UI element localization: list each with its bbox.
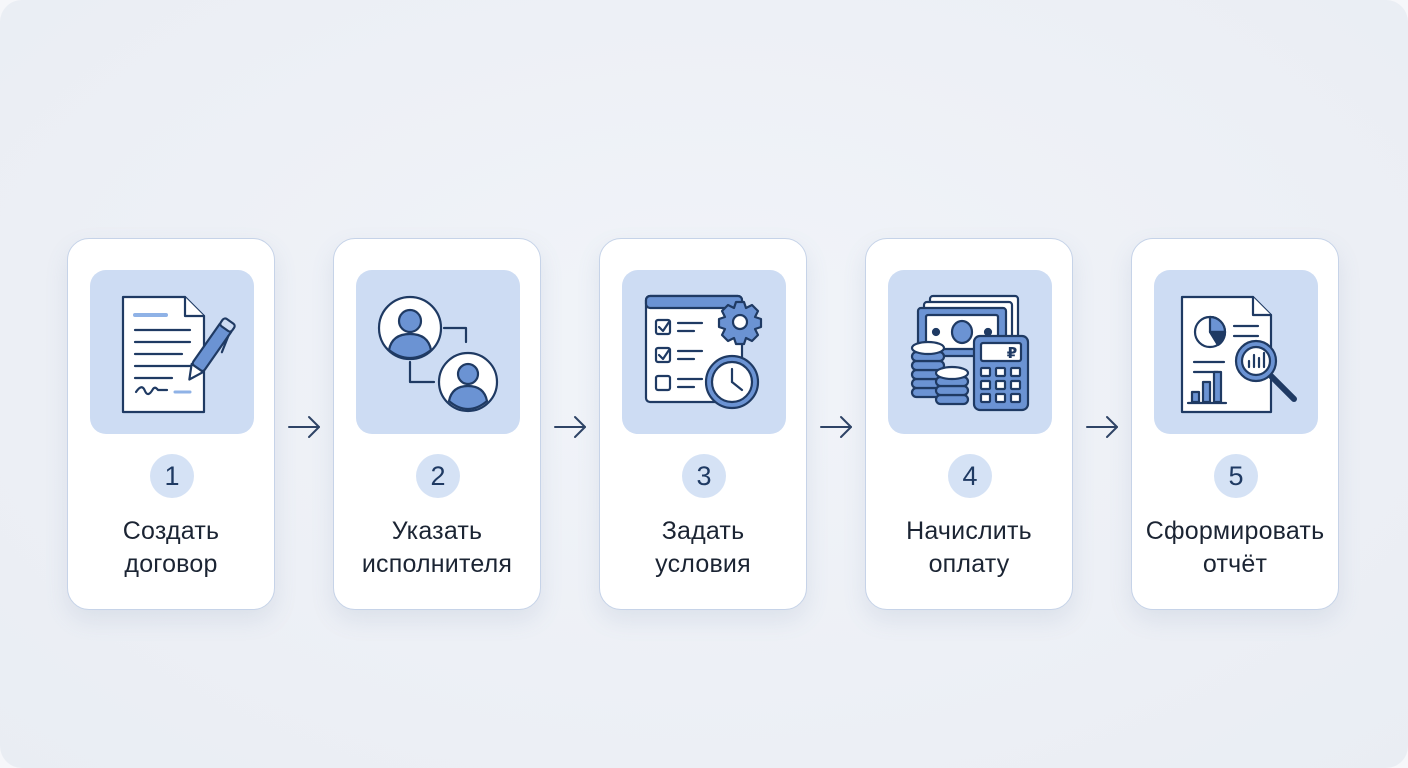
step-label-1-line1: Создать <box>122 517 220 545</box>
step-number-3: 3 <box>682 454 726 498</box>
step-number-4: 4 <box>948 454 992 498</box>
step-number-2: 2 <box>416 454 460 498</box>
step-card-3: 3 Задать условия <box>599 238 807 610</box>
step-number-5: 5 <box>1214 454 1258 498</box>
step-label-4-line1: Начислить <box>906 517 1032 545</box>
step-icon-tile-2 <box>356 270 520 434</box>
step-label-5-line1: Сформировать <box>1145 517 1325 545</box>
step-card-5: 5 Сформировать отчёт <box>1131 238 1339 610</box>
step-label-2-line1: Указать <box>391 517 483 545</box>
step-label-2: Указать исполнителя <box>334 515 540 581</box>
checklist-settings-icon <box>644 294 763 410</box>
step-label-3-line1: Задать <box>661 517 745 545</box>
step-label-4-line2: оплату <box>928 550 1010 578</box>
assign-people-icon <box>377 295 499 413</box>
step-number-1: 1 <box>150 454 194 498</box>
step-label-2-line2: исполнителя <box>361 550 513 578</box>
step-icon-tile-5 <box>1154 270 1318 434</box>
arrow-right-icon <box>288 416 320 438</box>
arrow-right-icon <box>820 416 852 438</box>
step-label-3: Задать условия <box>600 515 806 581</box>
step-icon-tile-1 <box>90 270 254 434</box>
step-label-5: Сформировать отчёт <box>1132 515 1338 581</box>
step-card-2: 2 Указать исполнителя <box>333 238 541 610</box>
step-label-1: Создать договор <box>68 515 274 581</box>
arrow-right-icon <box>554 416 586 438</box>
report-analytics-icon <box>1180 295 1297 414</box>
ruble-sign-text: ₽ <box>1007 344 1017 362</box>
step-label-4: Начислить оплату <box>866 515 1072 581</box>
step-label-3-line2: условия <box>655 550 751 578</box>
step-icon-tile-3 <box>622 270 786 434</box>
money-calculator-icon: ₽ <box>910 294 1030 412</box>
contract-signing-icon <box>121 295 236 414</box>
step-label-5-line2: отчёт <box>1202 550 1268 578</box>
step-card-1: 1 Создать договор <box>67 238 275 610</box>
step-card-4: ₽ 4 Начислить оплату <box>865 238 1073 610</box>
arrow-right-icon <box>1086 416 1118 438</box>
step-label-1-line2: договор <box>124 550 218 578</box>
step-icon-tile-4: ₽ <box>888 270 1052 434</box>
